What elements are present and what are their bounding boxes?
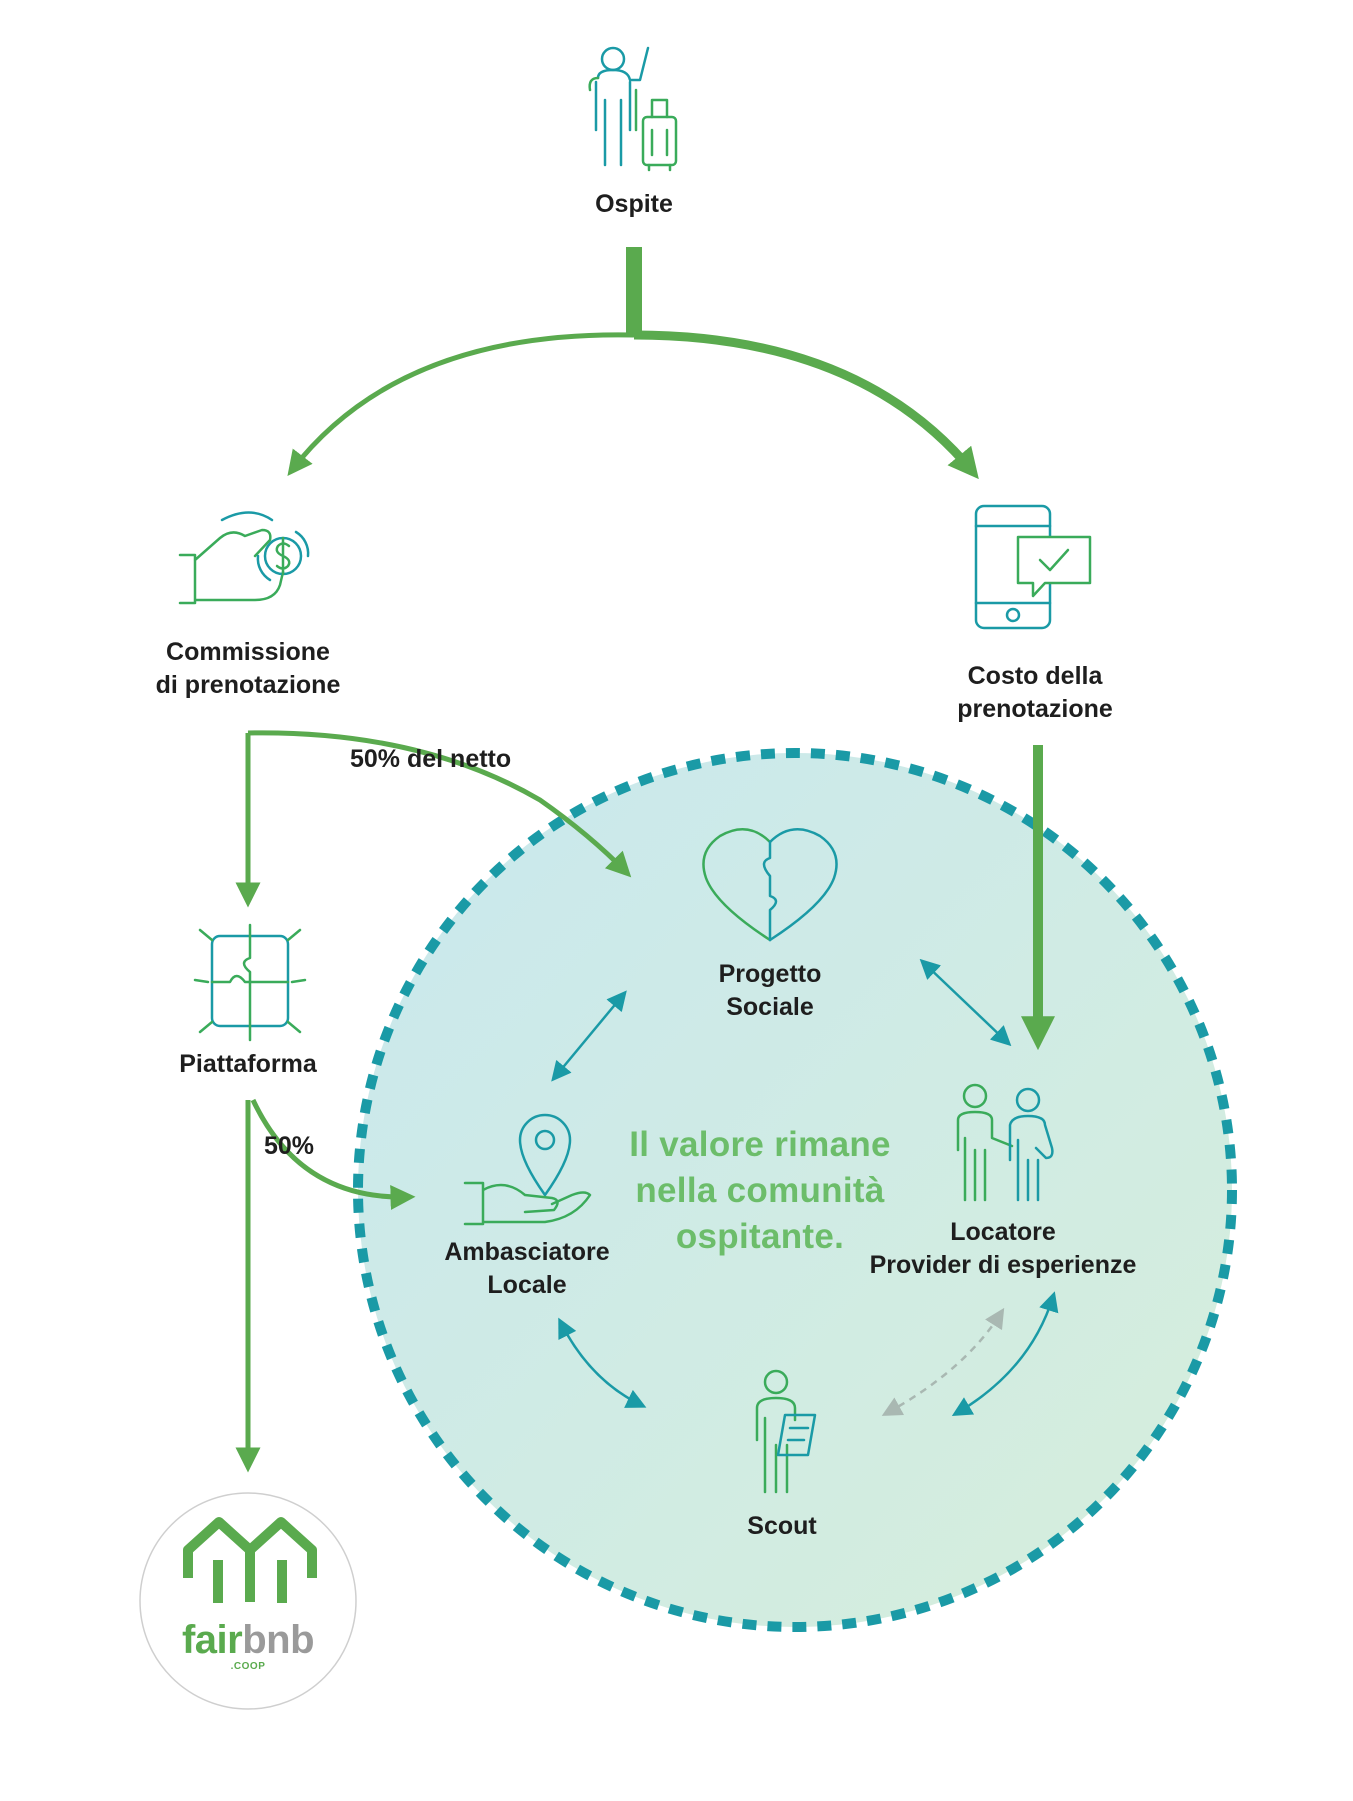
heart-puzzle-icon	[702, 828, 838, 942]
flow-label-net-half: 50% del netto	[350, 745, 512, 773]
node-progetto-line1: Progetto	[718, 960, 822, 988]
flow-to-booking-cost	[633, 330, 979, 480]
node-ambasciatore: Ambasciatore Locale	[444, 1236, 609, 1302]
logo-fair: fair	[181, 1618, 243, 1662]
node-progetto-line2: Sociale	[726, 993, 814, 1021]
node-costo: Costo della prenotazione	[957, 660, 1113, 726]
flow-platform-to-ambassador	[250, 1098, 416, 1210]
flow-to-commission	[287, 332, 635, 476]
hosts-icon	[956, 1083, 1054, 1202]
center-message-line2: nella comunità	[635, 1171, 885, 1210]
community-circle-border	[353, 748, 1237, 1632]
node-costo-line2: prenotazione	[957, 695, 1113, 723]
node-piattaforma: Piattaforma	[179, 1048, 317, 1081]
traveler-icon	[588, 46, 678, 172]
link-scout-host-dashed	[881, 1307, 1005, 1416]
node-ambasciatore-line1: Ambasciatore	[444, 1238, 610, 1266]
hand-coin-icon	[178, 511, 310, 605]
location-hand-icon	[463, 1113, 592, 1226]
node-ospite-label: Ospite	[595, 190, 673, 218]
logo-coop: .COOP	[230, 1661, 266, 1672]
link-ambassador-social	[551, 990, 627, 1082]
puzzle-platform-icon	[193, 923, 307, 1042]
node-commissione-line2: di prenotazione	[155, 671, 341, 699]
node-commissione: Commissione di prenotazione	[156, 636, 341, 702]
node-commissione-line1: Commissione	[166, 638, 330, 666]
fairbnb-logo-houses	[183, 1517, 317, 1603]
node-scout-label: Scout	[747, 1512, 817, 1540]
node-progetto: Progetto Sociale	[719, 958, 822, 1024]
fairbnb-logo-wordmark: fairbnb	[181, 1618, 315, 1662]
phone-check-icon	[974, 504, 1092, 630]
center-message: Il valore rimane nella comunità ospitant…	[629, 1122, 891, 1260]
node-locatore: Locatore Provider di esperienze	[870, 1216, 1137, 1282]
node-ambasciatore-line2: Locale	[487, 1271, 567, 1299]
center-message-line3: ospitante.	[675, 1217, 845, 1256]
node-scout: Scout	[747, 1510, 816, 1543]
link-ambassador-scout	[558, 1317, 647, 1408]
flow-commission-to-social-project	[247, 730, 632, 878]
node-costo-line1: Costo della	[967, 662, 1103, 690]
logo-bnb: bnb	[242, 1618, 315, 1662]
node-locatore-line1: Locatore	[950, 1218, 1056, 1246]
flow-label-half: 50%	[264, 1132, 315, 1160]
center-message-line1: Il valore rimane	[629, 1125, 891, 1164]
scout-icon	[755, 1369, 817, 1494]
node-locatore-line2: Provider di esperienze	[869, 1251, 1137, 1279]
link-social-host	[919, 958, 1012, 1047]
node-ospite: Ospite	[595, 188, 673, 221]
node-piattaforma-label: Piattaforma	[179, 1050, 317, 1078]
